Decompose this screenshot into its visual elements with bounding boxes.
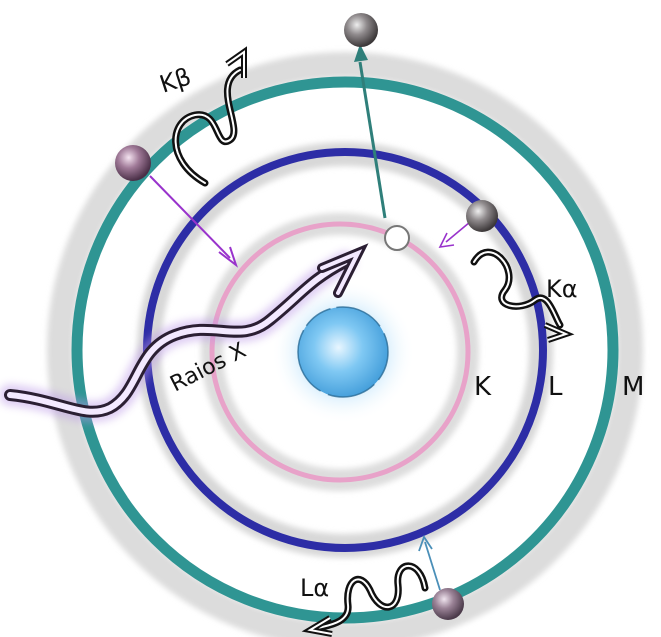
photon-k-beta (172, 46, 247, 187)
photon-k-alpha (470, 248, 575, 343)
nucleus (271, 280, 415, 424)
shell-l-label: L (548, 372, 563, 402)
k-alpha-label: Kα (546, 275, 578, 303)
shell-k-label: K (474, 372, 492, 402)
ejection-arrow (354, 44, 387, 219)
k-beta-label: Kβ (156, 62, 194, 98)
transition-arrow-l-to-k (438, 221, 471, 249)
electron-m-shell-top (344, 13, 378, 47)
transition-arrow-m-to-l (418, 535, 441, 591)
electron-vacancy (384, 225, 410, 251)
electron-l-shell-right (466, 200, 498, 232)
incoming-xray-wave (0, 243, 369, 423)
l-alpha-label: Lα (300, 574, 329, 602)
shell-m-label: M (622, 372, 644, 402)
shell-k-ring (209, 221, 471, 483)
transition-arrow-m-to-k (149, 175, 238, 268)
electron-m-shell-left (115, 145, 151, 181)
photon-l-alpha (301, 562, 429, 637)
electron-m-shell-bottom (432, 588, 464, 620)
